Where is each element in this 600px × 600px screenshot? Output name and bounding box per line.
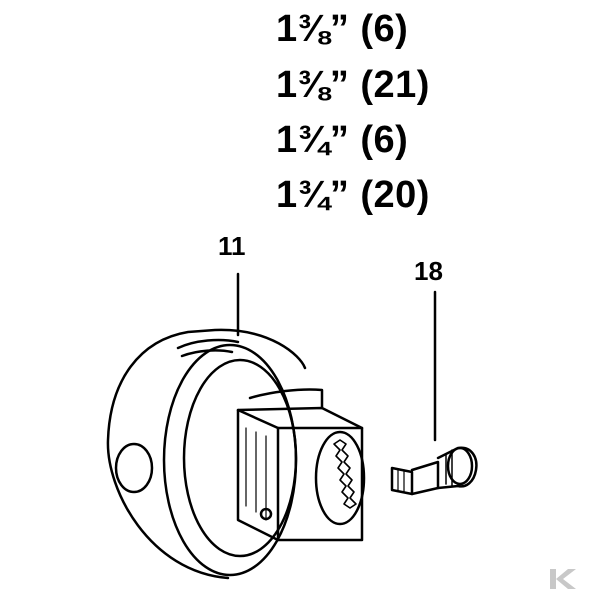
size-label-1: 1⅜” (6) — [276, 8, 409, 50]
size-label-4: 1¾” (20) — [276, 174, 430, 216]
callout-18: 18 — [414, 256, 443, 286]
size-label-2: 1⅜” (21) — [276, 64, 430, 106]
size-label-3: 1¾” (6) — [276, 119, 409, 161]
grease-nipple-icon — [390, 446, 478, 496]
callout-11: 11 — [218, 231, 246, 261]
yoke-hub-icon — [106, 328, 366, 580]
k-logo-icon — [550, 569, 576, 589]
